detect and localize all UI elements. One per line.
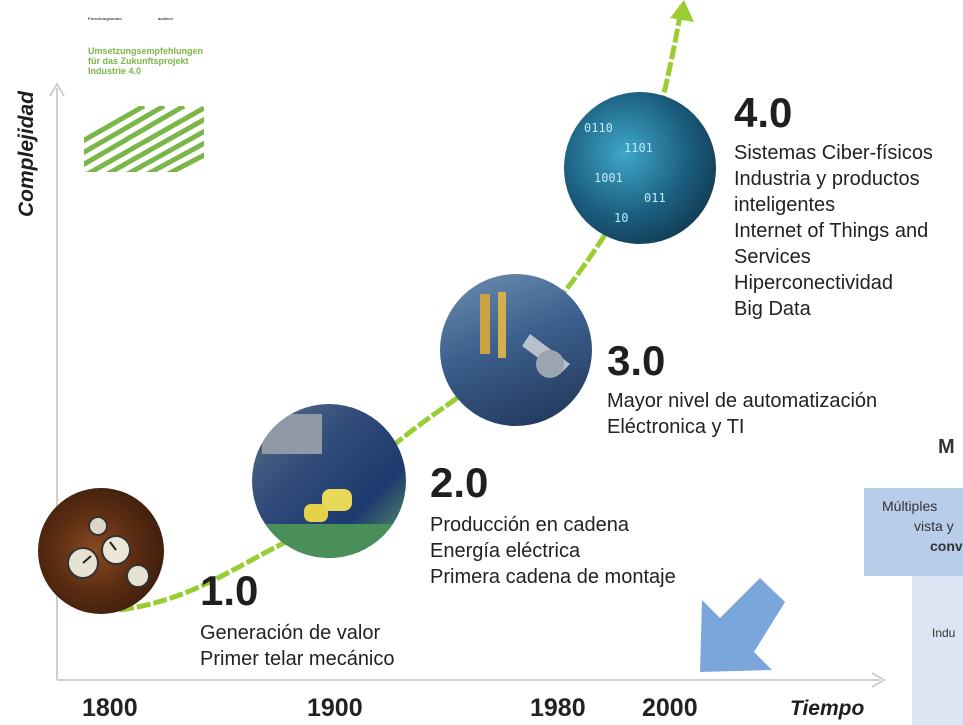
panel-box-line: Múltiples [882, 498, 938, 514]
y-axis-label: Complejidad [15, 90, 38, 217]
era-number: 4.0 [734, 89, 793, 136]
era-description-line: Hiperconectividad [734, 272, 893, 294]
cover-publisher-left: Forschungsunion [88, 16, 122, 21]
svg-text:1101: 1101 [624, 141, 653, 155]
era-3-block: 3.0 Mayor nivel de automatización Eléctr… [607, 340, 877, 440]
era-description-line: Industria y productos [734, 168, 920, 190]
era-number: 3.0 [607, 337, 666, 384]
era-description-line: Producción en cadena [430, 514, 630, 536]
year-label-1800: 1800 [82, 694, 138, 722]
era-1-block: 1.0 Generación de valor Primer telar mec… [200, 570, 395, 672]
robot-arm-photo [440, 274, 592, 426]
era-description-line: Generación de valor [200, 622, 381, 644]
era-description-line: Primera cadena de montaje [430, 566, 676, 588]
era-4-block: 4.0 Sistemas Ciber-físicos Industria y p… [734, 92, 933, 322]
svg-text:10: 10 [614, 211, 628, 225]
binary-data-icon: 0110 1101 1001 011 10 [584, 121, 666, 225]
era-description-line: Primer telar mecánico [200, 648, 395, 670]
report-cover-thumbnail: Forschungsunion acatech Umsetzungsempfeh… [84, 10, 204, 172]
panel-box-line: conv [930, 538, 963, 554]
right-panel-lower: Indu [912, 576, 963, 725]
era-2-block: 2.0 Producción en cadena Energía eléctri… [430, 462, 676, 590]
era-description-line: inteligentes [734, 194, 836, 216]
era-number: 1.0 [200, 567, 259, 614]
gauges-icon [67, 516, 150, 588]
svg-text:1001: 1001 [594, 171, 623, 185]
x-axis-arrowhead [871, 672, 886, 688]
year-label-1900: 1900 [307, 694, 363, 722]
cover-title-line: für das Zukunftsprojekt [88, 56, 189, 66]
cover-stripes-graphic [84, 106, 204, 172]
year-label-1980: 1980 [530, 694, 586, 722]
cover-title-line: Industrie 4.0 [88, 66, 142, 76]
panel-lower-label: Indu [932, 626, 956, 640]
era-description-line: Internet of Things and [734, 220, 929, 242]
panel-box-line: vista y [914, 518, 954, 534]
right-panel-heading: M [938, 436, 955, 458]
steam-gauges-photo [38, 488, 164, 614]
era-description-line: Mayor nivel de automatización [607, 390, 878, 412]
cover-publisher-right: acatech [158, 16, 173, 21]
year-label-2000: 2000 [642, 694, 698, 722]
y-axis-arrowhead [49, 82, 65, 97]
x-axis-label: Tiempo [790, 697, 865, 720]
era-description-line: Energía eléctrica [430, 540, 581, 562]
robot-arm-icon [480, 292, 570, 378]
right-panel-box: Múltiples vista y conv [864, 488, 963, 576]
era-number: 2.0 [430, 459, 489, 506]
svg-text:011: 011 [644, 191, 666, 205]
worker-hands-icon [252, 414, 406, 558]
svg-text:0110: 0110 [584, 121, 613, 135]
digital-data-photo: 0110 1101 1001 011 10 [564, 92, 716, 244]
era-description-line: Services [734, 246, 811, 268]
curve-arrowhead [670, 0, 694, 22]
era-description-line: Eléctronica y TI [607, 416, 745, 438]
cover-title-line: Umsetzungsempfehlungen [88, 46, 204, 56]
assembly-line-photo [252, 404, 406, 558]
era-description-line: Sistemas Ciber-físicos [734, 142, 933, 164]
blue-arrow-icon [700, 578, 785, 672]
era-description-line: Big Data [734, 298, 811, 320]
